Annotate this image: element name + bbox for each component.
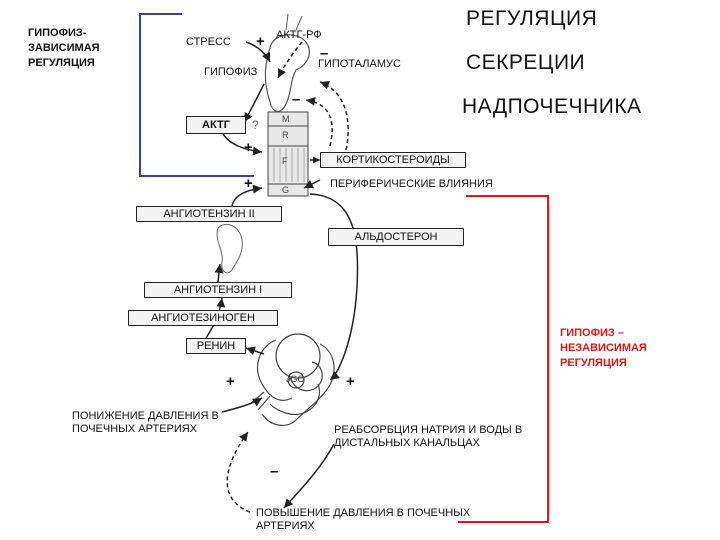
arrow-stress-hypo	[245, 41, 271, 63]
arrow-aldo-reabs	[309, 193, 359, 381]
acth-rf-label: АКТГ-РФ	[276, 29, 322, 41]
right-label-line-1: ГИПОФИЗ –	[560, 327, 624, 339]
hypothalamus-label: ГИПОТАЛАМУС	[318, 58, 401, 70]
arrow-ang2-adrenal	[231, 184, 263, 209]
pressure-drop-label: ПОНИЖЕНИЕ ДАВЛЕНИЯ В ПОЧЕЧНЫХ АРТЕРИЯХ	[72, 410, 219, 436]
arrow-rise-feedback	[226, 431, 251, 513]
acth-box: АКТГ	[186, 116, 246, 134]
title-line-1: РЕГУЛЯЦИЯ	[466, 7, 598, 30]
zone-g-label: G	[282, 185, 290, 195]
right-bracket	[458, 195, 549, 523]
sign-plus-3: +	[244, 175, 253, 192]
angiotensin-1-box: АНГИОТЕНЗИН I	[144, 282, 292, 298]
sign-plus-1: +	[256, 33, 265, 50]
sign-plus-5: +	[346, 373, 355, 390]
sign-minus-1: –	[320, 45, 329, 62]
sign-minus-3: –	[270, 463, 279, 480]
angiotensin-2-box: АНГИОТЕНЗИН II	[136, 206, 282, 222]
angiotensinogen-box: АНГИОТЕЗИНОГЕН	[128, 310, 278, 326]
left-label-line-2: ЗАВИСИМАЯ	[28, 42, 100, 54]
arrow-reabs-rise	[283, 443, 335, 509]
adrenal-gland-drawing	[267, 111, 309, 197]
sign-plus-2: +	[244, 139, 253, 156]
right-label-line-2: НЕЗАВИСИМАЯ	[560, 342, 647, 354]
renin-box: РЕНИН	[186, 338, 246, 354]
arrow-acth-adrenal	[221, 131, 263, 156]
zone-r-label: R	[282, 130, 289, 140]
sign-minus-2: –	[292, 91, 301, 108]
arrow-acthrf-pit	[277, 41, 303, 79]
zone-f-label: F	[282, 156, 288, 166]
zone-m-label: M	[282, 114, 290, 124]
jgc-label: JGC	[286, 374, 304, 384]
arrow-jgc-renin	[245, 346, 265, 356]
aldosterone-box: АЛЬДОСТЕРОН	[328, 228, 464, 246]
arrow-feedback-hypo	[319, 81, 349, 151]
lung-sketch	[216, 224, 243, 274]
hypothalamus-shape	[264, 34, 310, 112]
left-label-line-1: ГИПОФИЗ-	[28, 27, 87, 39]
arrow-pressure-drop	[221, 397, 263, 413]
peripheral-label: ПЕРИФЕРИЧЕСКИЕ ВЛИЯНИЯ	[330, 178, 493, 190]
arrow-pit-acth	[243, 83, 265, 123]
title-line-3: НАДПОЧЕЧНИКА	[462, 95, 642, 118]
reabsorption-label: РЕАБСОРБЦИЯ НАТРИЯ И ВОДЫ В ДИСТАЛЬНЫХ К…	[334, 424, 523, 450]
left-label-line-3: РЕГУЛЯЦИЯ	[28, 57, 95, 69]
right-label-line-3: РЕГУЛЯЦИЯ	[560, 357, 627, 369]
arrow-feedback-pit	[305, 97, 333, 147]
corticosteroids-box: КОРТИКОСТЕРОИДЫ	[320, 152, 466, 168]
arrow-ang1-ang2	[214, 263, 224, 283]
pituitary-stalk	[285, 13, 303, 31]
sign-plus-4: +	[226, 373, 235, 390]
pituitary-label: ГИПОФИЗ	[204, 66, 258, 78]
arrow-peripheral-adrenal	[303, 179, 321, 189]
pressure-rise-label: ПОВЫШЕНИЕ ДАВЛЕНИЯ В ПОЧЕЧНЫХ АРТЕРИЯХ	[256, 507, 471, 533]
title-line-2: СЕКРЕЦИИ	[466, 51, 586, 74]
left-bracket	[139, 13, 254, 177]
sign-question: ?	[252, 118, 259, 132]
stress-label: СТРЕСС	[186, 36, 231, 48]
